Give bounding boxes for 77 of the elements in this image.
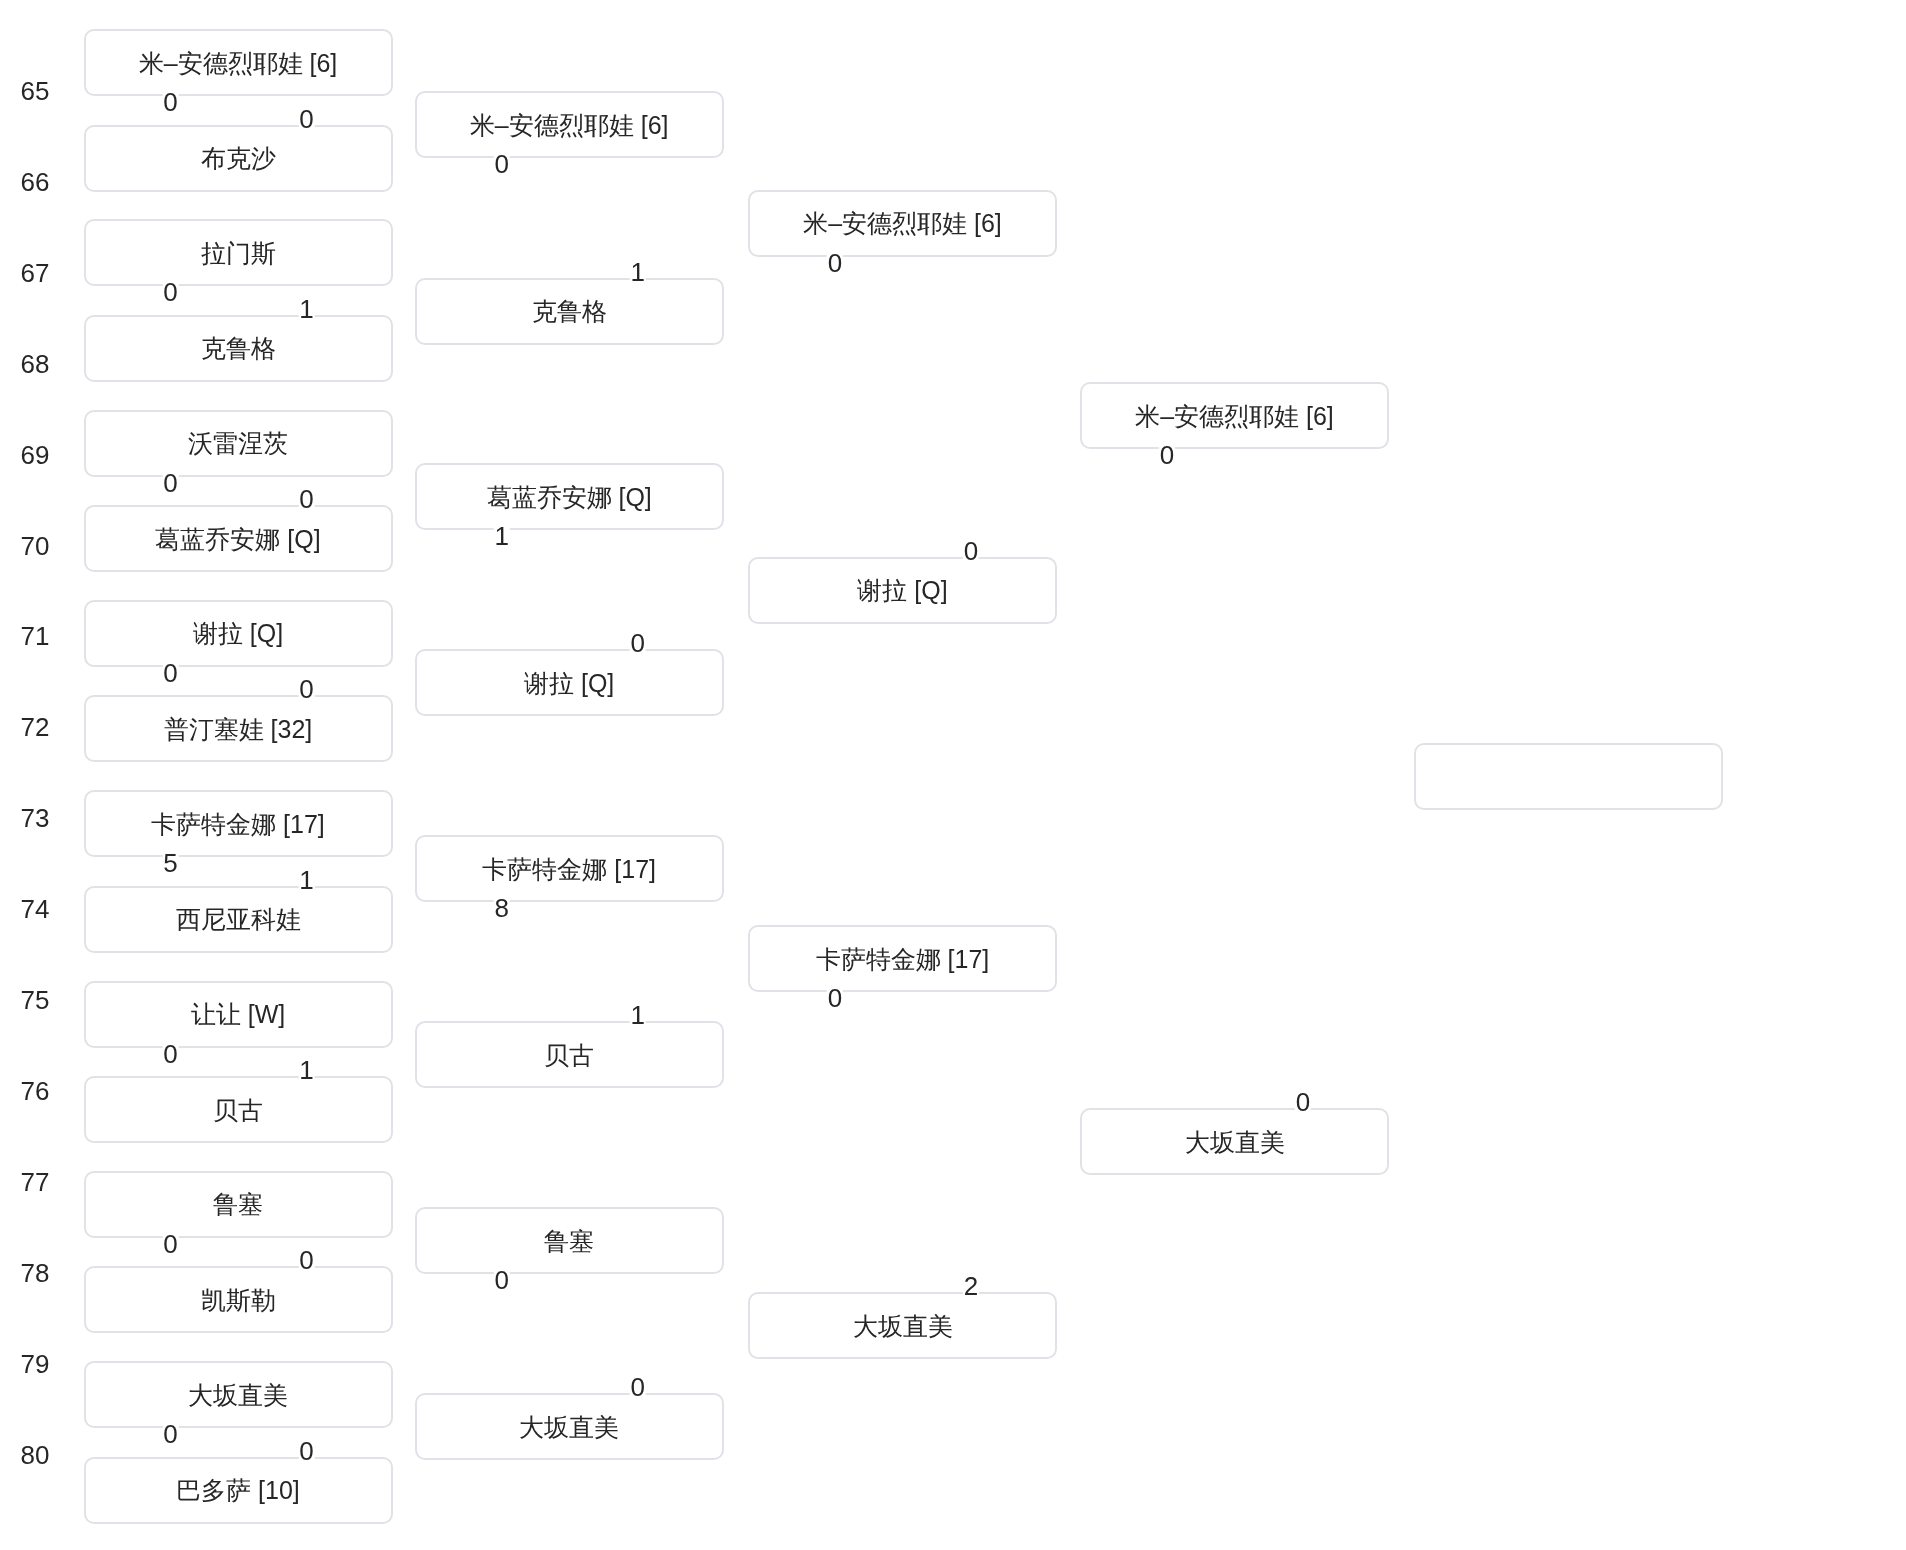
player-name: 贝古	[213, 1094, 263, 1125]
row-number: 65	[20, 78, 50, 104]
player-name: 大坂直美	[188, 1379, 288, 1410]
player-name: 拉门斯	[200, 237, 276, 268]
score: 0	[162, 662, 179, 684]
score: 0	[493, 1269, 510, 1291]
player-name: 鲁塞	[544, 1225, 595, 1256]
score: 1	[493, 525, 510, 547]
player-name: 米–安德烈耶娃 [6]	[138, 47, 338, 78]
player-name: 西尼亚科娃	[175, 904, 301, 935]
score: 0	[1294, 1091, 1312, 1113]
score: 0	[162, 1043, 179, 1064]
player-name: 鲁塞	[213, 1189, 263, 1220]
player-name: 米–安德烈耶娃 [6]	[1135, 400, 1334, 431]
score: 0	[298, 679, 315, 700]
row-number: 66	[20, 168, 50, 195]
row-number: 74	[20, 896, 50, 923]
player-name: 谢拉 [Q]	[857, 575, 948, 606]
score: 0	[298, 488, 315, 510]
score: 1	[629, 261, 646, 282]
score: 1	[298, 298, 315, 320]
player-name: 凯斯勒	[200, 1284, 276, 1315]
score: 0	[962, 540, 980, 562]
player-name: 葛蓝乔安娜 [Q]	[155, 523, 321, 554]
player-name: 葛蓝乔安娜 [Q]	[486, 481, 652, 512]
score: 1	[629, 1004, 646, 1026]
score: 1	[298, 869, 315, 891]
score: 5	[162, 852, 179, 874]
score: 8	[493, 897, 510, 919]
player-name: 大坂直美	[519, 1411, 620, 1442]
row-number: 79	[20, 1350, 50, 1377]
row-number: 68	[20, 350, 50, 377]
player-name: 谢拉 [Q]	[524, 667, 615, 698]
player-name: 谢拉 [Q]	[192, 618, 284, 649]
score: 1	[298, 1059, 315, 1081]
player-name: 克鲁格	[200, 333, 276, 364]
player-name: 米–安德烈耶娃 [6]	[803, 208, 1002, 239]
player-name: 大坂直美	[852, 1310, 953, 1341]
player-name: 普汀塞娃 [32]	[163, 713, 313, 744]
score: 0	[826, 987, 844, 1009]
player-name: 卡萨特金娜 [17]	[151, 808, 325, 839]
score: 2	[962, 1275, 980, 1297]
row-number: 69	[20, 441, 50, 468]
score: 0	[162, 91, 179, 113]
player-name: 克鲁格	[531, 296, 607, 326]
score: 0	[162, 1233, 179, 1255]
player-name: 让让 [W]	[190, 999, 286, 1029]
row-number: 77	[20, 1168, 50, 1195]
row-number: 70	[20, 532, 50, 559]
score: 0	[1158, 444, 1176, 466]
row-number: 75	[20, 987, 50, 1013]
player-name: 巴多萨 [10]	[176, 1475, 300, 1506]
score: 0	[162, 281, 179, 303]
score: 0	[629, 632, 646, 654]
score: 0	[629, 1376, 646, 1398]
score: 0	[298, 1440, 315, 1461]
empty-box	[1414, 743, 1723, 810]
row-number: 67	[20, 259, 50, 286]
score: 0	[298, 108, 315, 129]
player-name: 布克沙	[200, 143, 276, 173]
score: 0	[162, 472, 179, 493]
player-name: 卡萨特金娜 [17]	[815, 943, 990, 974]
player-name: 卡萨特金娜 [17]	[482, 853, 656, 884]
row-number: 72	[20, 714, 50, 741]
row-number: 78	[20, 1259, 50, 1286]
row-number: 71	[20, 623, 50, 650]
player-name: 沃雷涅茨	[188, 428, 288, 459]
score: 0	[493, 153, 510, 175]
score: 0	[298, 1249, 315, 1271]
row-number: 73	[20, 805, 50, 832]
player-name: 贝古	[544, 1039, 595, 1070]
score: 0	[162, 1423, 179, 1445]
row-number: 76	[20, 1077, 50, 1104]
player-name: 大坂直美	[1184, 1126, 1285, 1157]
player-name: 米–安德烈耶娃 [6]	[469, 109, 669, 140]
row-number: 80	[20, 1441, 50, 1468]
score: 0	[826, 252, 844, 273]
